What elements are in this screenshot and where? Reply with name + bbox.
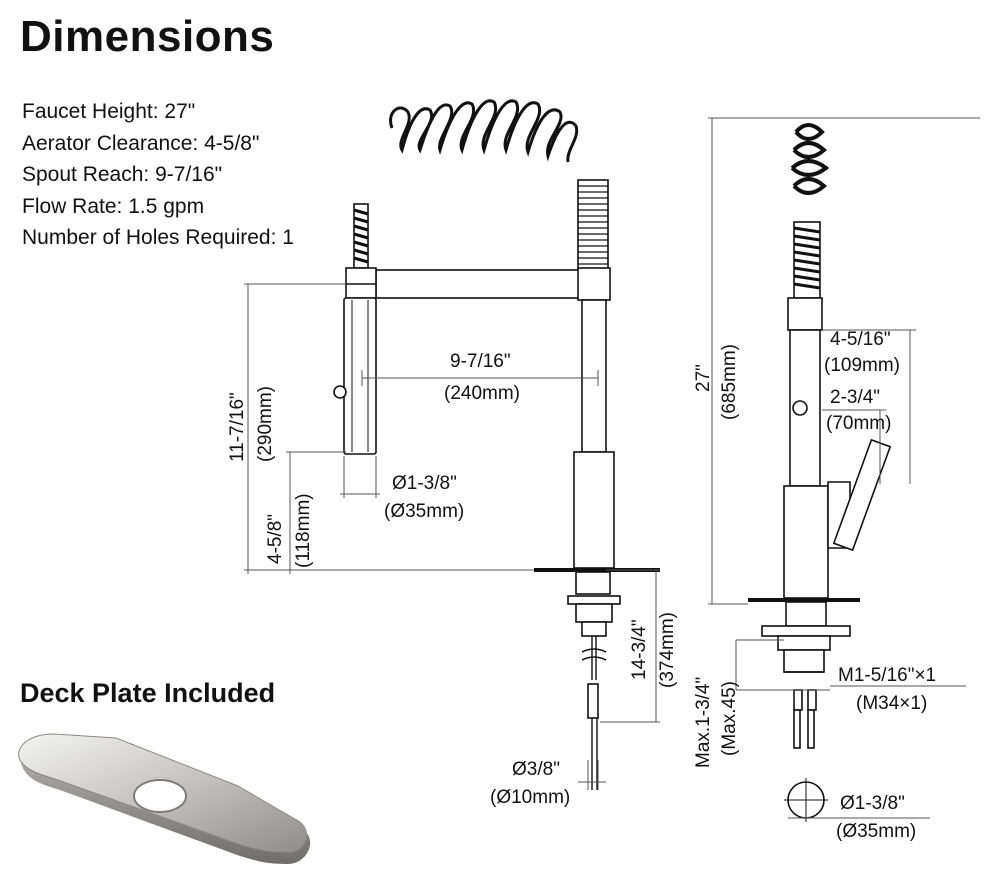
spec-faucet-height: Faucet Height: 27" — [22, 100, 196, 123]
reach-label-mm: (240mm) — [444, 383, 521, 404]
below-deck-label-mm: (374mm) — [657, 611, 678, 688]
hole-dia-label-in: Ø1-3/8" — [840, 793, 905, 814]
total-height-label-in: 27" — [693, 364, 714, 392]
spec-spout-reach: Spout Reach: 9-7/16" — [22, 163, 223, 186]
hose-dia-label-mm: (Ø10mm) — [490, 787, 571, 808]
sprayer-collar — [345, 267, 377, 299]
handle2-label-in: 2-3/4" — [830, 387, 881, 408]
sprayer-head — [343, 297, 377, 455]
handle-label-mm: (109mm) — [824, 355, 901, 376]
main-column — [581, 299, 607, 453]
deck-plate-title: Deck Plate Included — [20, 678, 276, 708]
thread-label-mm: (M34×1) — [856, 693, 928, 714]
side-dimension-lines — [708, 117, 980, 819]
shank — [575, 571, 611, 595]
spec-value: 27" — [164, 100, 196, 123]
spec-value: 1.5 gpm — [128, 194, 205, 218]
spec-value: 1 — [282, 226, 294, 249]
spec-list: Faucet Height: 27" Aerator Clearance: 4-… — [22, 96, 294, 254]
nut-lower — [581, 621, 607, 637]
spec-flow-rate: Flow Rate: 1.5 gpm — [22, 194, 205, 218]
lower-body — [573, 451, 615, 569]
deck-plate-hole — [133, 779, 187, 813]
handle2-label-mm: (70mm) — [826, 413, 892, 434]
sprayer-button — [333, 385, 347, 399]
spec-aerator-clearance: Aerator Clearance: 4-5/8" — [22, 131, 260, 155]
total-height-label-mm: (685mm) — [719, 343, 740, 420]
handle-label-in: 4-5/16" — [830, 329, 891, 350]
spec-label: Flow Rate — [22, 194, 117, 218]
aerator-label-in: 4-5/8" — [265, 513, 286, 564]
aerator-label-mm: (118mm) — [293, 493, 314, 568]
spec-label: Spout Reach — [22, 163, 144, 186]
spec-label: Number of Holes Required — [22, 226, 271, 249]
spec-label: Faucet Height — [22, 100, 153, 123]
nut — [575, 603, 613, 623]
hole-dia-label-mm: (Ø35mm) — [836, 821, 917, 842]
spring-ribs — [578, 185, 608, 265]
height-spout-label-mm: (290mm) — [255, 385, 276, 462]
hose-fitting — [587, 683, 599, 719]
side-coil — [790, 123, 830, 195]
height-spout-label-in: 11-7/16" — [227, 392, 248, 462]
spout-arm — [375, 269, 583, 299]
reach-label-in: 9-7/16" — [450, 351, 511, 372]
spec-value: 4-5/8" — [204, 131, 260, 155]
side-view — [748, 123, 892, 822]
spec-holes-required: Number of Holes Required: 1 — [22, 226, 294, 249]
max-deck-label-in: Max.1-3/4" — [693, 676, 714, 768]
coil-spring — [389, 99, 579, 163]
side-collar — [787, 297, 823, 331]
spray-dia-label-in: Ø1-3/8" — [392, 473, 457, 494]
spec-label: Aerator Clearance — [22, 131, 193, 155]
side-button — [792, 400, 808, 416]
washer — [567, 595, 621, 605]
page-title: Dimensions — [20, 12, 275, 61]
hose-dia-label-in: Ø3/8" — [512, 759, 560, 780]
front-dimension-lines — [244, 283, 660, 790]
deck-plate — [18, 733, 311, 864]
spray-dia-label-mm: (Ø35mm) — [384, 501, 465, 522]
thread-label-in: M1-5/16"×1 — [838, 665, 937, 686]
column-collar — [577, 267, 611, 301]
side-body — [783, 485, 829, 599]
front-view — [333, 99, 660, 790]
below-deck-label-in: 14-3/4" — [629, 619, 650, 680]
spec-value: 9-7/16" — [155, 163, 223, 186]
max-deck-label-mm: (Max.45) — [719, 681, 740, 756]
